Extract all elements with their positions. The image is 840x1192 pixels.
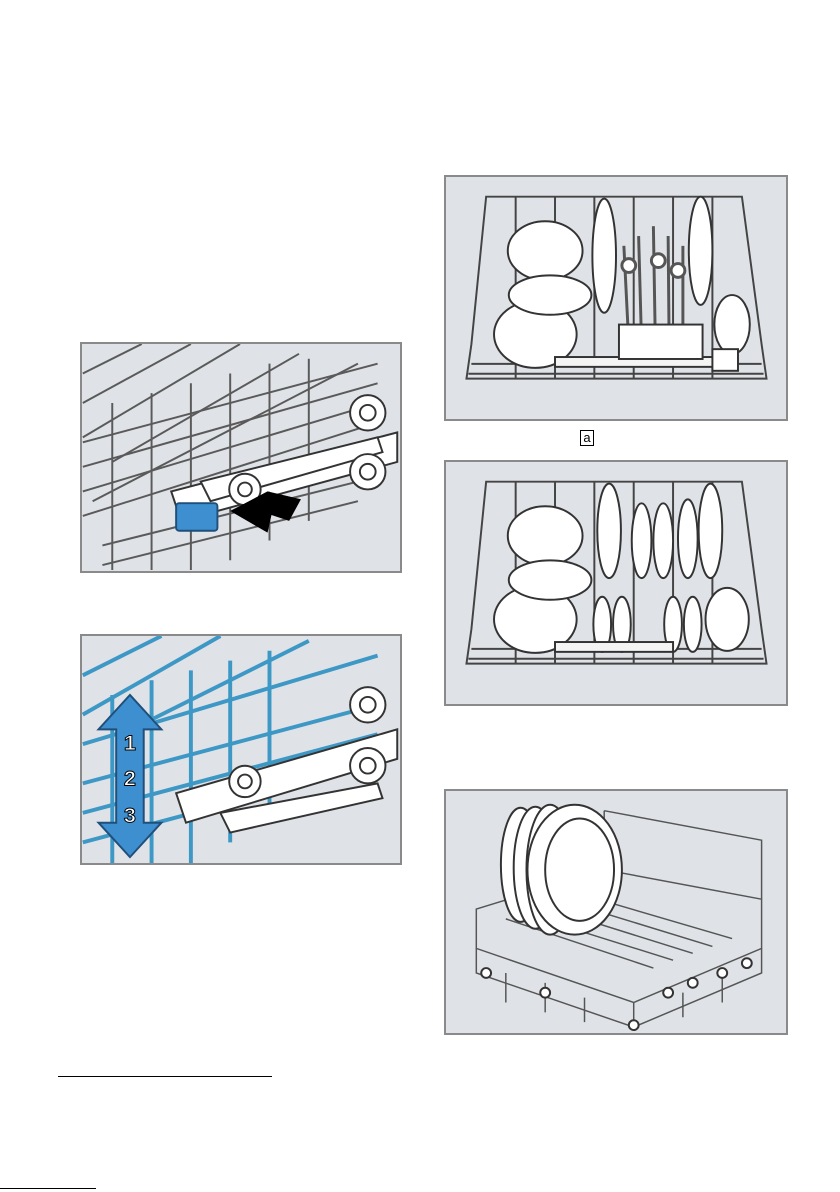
- height-marker-2: 2: [124, 765, 136, 790]
- figure-rack-plates-drawing: [446, 462, 786, 704]
- figure-rack-cutlery-drawing: [446, 177, 786, 419]
- figure-rack-plates: [444, 460, 788, 706]
- figure-lever-press-drawing: [82, 344, 400, 571]
- height-marker-3: 3: [124, 803, 136, 828]
- figure-lever-press: [80, 342, 402, 573]
- figure-label-a: a: [580, 430, 594, 446]
- figure-rack-perspective-drawing: [446, 791, 786, 1033]
- figure-rack-perspective: [444, 789, 788, 1035]
- cutlery-basket: [619, 325, 703, 359]
- blue-lever: [176, 503, 217, 531]
- figure-rack-cutlery: [444, 175, 788, 421]
- figure-rack-height-drawing: 1 2 3: [82, 636, 400, 863]
- page-edge-rule: [0, 1188, 96, 1189]
- figure-rack-height: 1 2 3: [80, 634, 402, 865]
- height-marker-1: 1: [124, 730, 136, 755]
- footnote-separator: [58, 1076, 272, 1077]
